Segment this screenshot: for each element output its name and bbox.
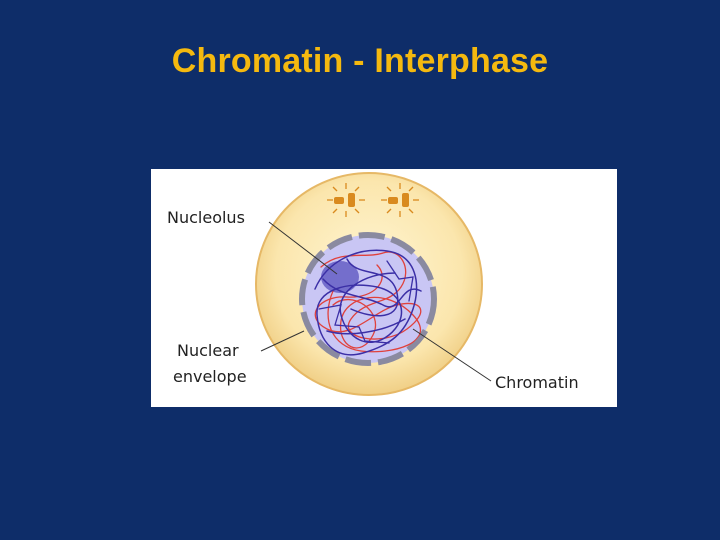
nuclear-envelope-label-line2: envelope [173,367,247,386]
nuclear-envelope-label-line1: Nuclear [177,341,239,360]
cell-diagram: Nucleolus Nuclear envelope Chromatin [151,169,617,407]
chromatin [314,249,422,356]
centrosome-right [381,183,419,217]
nuclear-envelope-leader [260,330,305,352]
nucleolus-leader [268,221,338,275]
chromatin-leader [412,328,492,382]
nucleolus-label: Nucleolus [167,208,245,227]
slide-title: Chromatin - Interphase [171,42,549,80]
centrosome-left [327,183,365,217]
cell-diagram-svg: Nucleolus Nuclear envelope Chromatin [167,172,579,396]
nuclear-envelope [299,232,437,366]
chromatin-label: Chromatin [495,373,579,392]
